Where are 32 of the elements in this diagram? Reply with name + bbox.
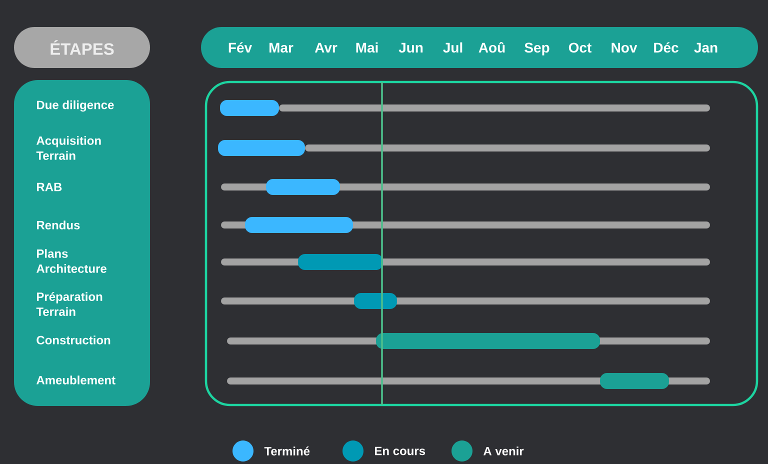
month-label: Avr (314, 42, 338, 52)
task-label: Plans Architecture (36, 249, 106, 273)
month-label: Fév (228, 42, 252, 53)
month-label: Mar (270, 42, 294, 53)
month-label: Mai (356, 42, 378, 53)
chart-frame (204, 80, 758, 406)
month-label: Nov (612, 42, 638, 53)
task-label: Acquisition Terrain (36, 136, 101, 160)
gantt-bar (220, 100, 279, 116)
column-header: ÉTAPES (14, 27, 150, 68)
gantt-bar (376, 333, 600, 349)
task-label: Rendus (37, 220, 80, 230)
month-label: Jul (443, 42, 462, 53)
gantt-bar (218, 140, 305, 156)
month-label: Sep (524, 42, 550, 56)
task-label: Due diligence (37, 100, 114, 112)
month-label: Déc (654, 42, 678, 53)
legend-label: En cours (375, 446, 426, 456)
legend-label: A venir (484, 446, 524, 456)
gantt-bar (245, 217, 353, 233)
task-label: Construction (36, 336, 110, 344)
task-label: Ameublement (36, 376, 116, 384)
task-label: RAB (37, 182, 62, 192)
month-label: Jun (398, 42, 423, 53)
month-label: Aoû (478, 42, 505, 53)
legend-label: Terminé (264, 446, 310, 456)
gantt-bar (266, 179, 340, 195)
month-label: Oct (568, 42, 592, 53)
gantt-bar (600, 373, 669, 389)
month-label: Jan (694, 42, 718, 53)
gantt-bar (298, 254, 383, 270)
task-label: Préparation Terrain (36, 292, 102, 316)
